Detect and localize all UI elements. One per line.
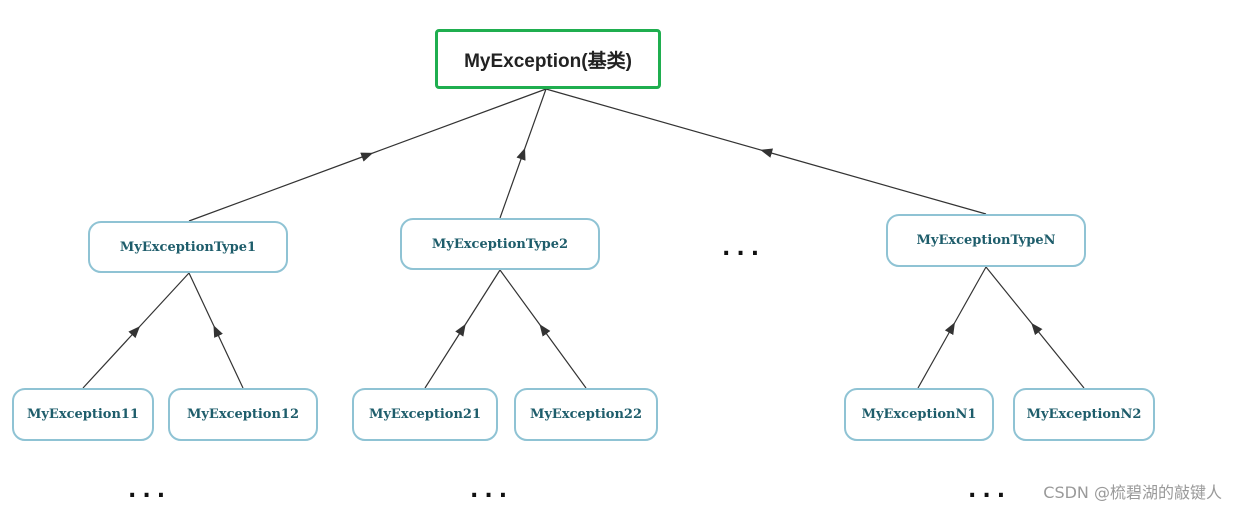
edge-root-to-type1 <box>188 88 547 222</box>
edge-type1-to-12 <box>188 272 244 389</box>
node-label: MyException11 <box>26 407 140 422</box>
node-label: MyException22 <box>529 407 643 422</box>
node-label: MyException21 <box>368 407 482 422</box>
node-my-exception-11: MyException11 <box>12 388 154 441</box>
node-label: MyException12 <box>186 407 300 422</box>
node-label: MyExceptionType2 <box>431 236 569 252</box>
node-my-exception-type1: MyExceptionType1 <box>88 221 288 273</box>
root-node-label: MyException(基类) <box>464 50 632 72</box>
node-my-exception-type2: MyExceptionType2 <box>400 218 600 270</box>
ellipsis-level2-group1: ... <box>128 478 172 503</box>
edge-type-n-to-n2 <box>985 266 1085 389</box>
ellipsis-level2-group2: ... <box>470 478 514 503</box>
node-label: MyExceptionType1 <box>119 239 257 255</box>
edge-type-n-to-n1 <box>917 266 987 389</box>
node-my-exception-n1: MyExceptionN1 <box>844 388 994 441</box>
node-my-exception-n2: MyExceptionN2 <box>1013 388 1155 441</box>
edge-type2-to-22 <box>499 269 587 389</box>
node-label: MyExceptionN1 <box>861 407 977 422</box>
node-my-exception-22: MyException22 <box>514 388 658 441</box>
ellipsis-level1: ... <box>722 236 766 261</box>
node-my-exception-12: MyException12 <box>168 388 318 441</box>
node-my-exception-type-n: MyExceptionTypeN <box>886 214 1086 267</box>
ellipsis-level2-group3: ... <box>968 478 1012 503</box>
edge-type1-to-11 <box>82 272 190 389</box>
node-label: MyExceptionN2 <box>1026 407 1142 422</box>
edge-root-to-type-n <box>545 88 987 215</box>
edge-group <box>82 88 1085 389</box>
edge-type2-to-21 <box>424 269 501 389</box>
root-node-my-exception: MyException(基类) <box>435 29 661 89</box>
watermark-text: CSDN @梳碧湖的敲键人 <box>1043 483 1222 502</box>
node-my-exception-21: MyException21 <box>352 388 498 441</box>
edge-root-to-type2 <box>499 88 547 219</box>
node-label: MyExceptionTypeN <box>916 233 1056 248</box>
